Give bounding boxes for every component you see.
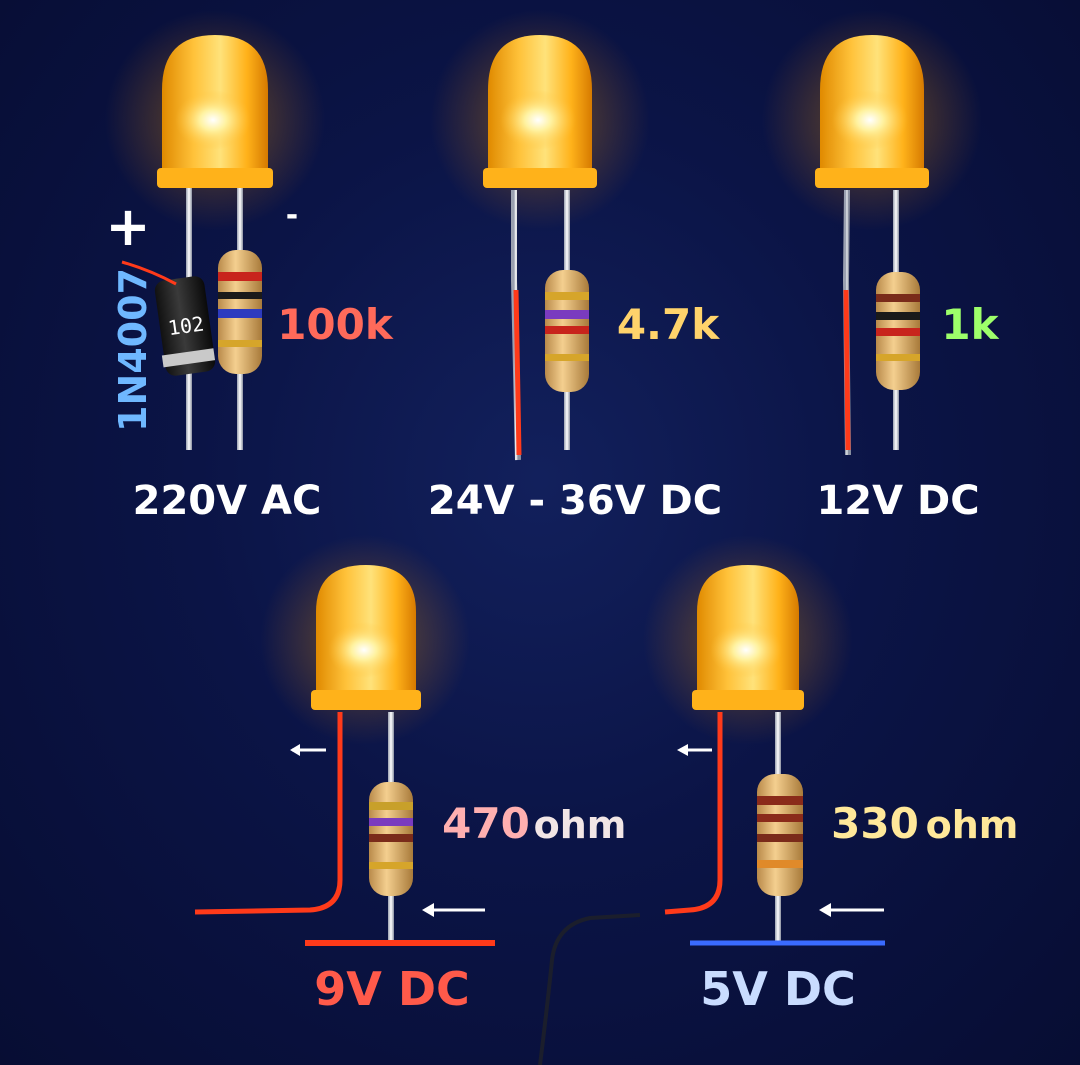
red-wire — [664, 712, 723, 915]
resistor-value: 330 — [831, 799, 919, 848]
diode-marking: 102 — [166, 311, 205, 340]
arrow-left-icon — [422, 903, 485, 917]
resistor-icon — [757, 774, 803, 896]
resistor-icon — [545, 270, 589, 392]
voltage-label: 24V - 36V DC — [428, 478, 722, 524]
resistor-unit: ohm — [534, 803, 627, 847]
minus-symbol: - — [286, 198, 298, 233]
led-icon — [311, 565, 421, 710]
resistor-icon — [369, 782, 413, 896]
arrow-left-icon — [290, 744, 326, 756]
red-wire — [513, 289, 522, 456]
resistor-value-label: 1k — [941, 300, 999, 349]
led-icon — [483, 35, 597, 188]
led-icon — [157, 35, 273, 188]
resistor-value: 470 — [442, 799, 530, 848]
resistor-value-label: 4.7k — [617, 300, 720, 349]
diode-part-number: 1N4007 — [111, 268, 155, 432]
resistor-value-label: 100k — [277, 300, 394, 349]
red-wire — [194, 712, 343, 915]
voltage-label: 9V DC — [314, 962, 470, 1016]
diode-icon: 102 — [154, 276, 216, 376]
led-icon — [815, 35, 929, 188]
resistor-unit: ohm — [926, 803, 1019, 847]
arrow-left-icon — [819, 903, 884, 917]
resistor-icon — [218, 250, 262, 374]
circuit-24v-36v: 4.7k 24V - 36V DC — [428, 10, 722, 524]
black-wire — [538, 913, 641, 1065]
resistor-icon — [876, 272, 920, 390]
circuit-9v: 470 ohm 9V DC — [60, 535, 626, 1016]
led-icon — [692, 565, 804, 710]
circuit-5v: 330 ohm 5V DC — [538, 535, 1019, 1065]
circuit-12v: 1k 12V DC — [762, 10, 1000, 524]
voltage-label: 12V DC — [816, 478, 979, 524]
red-wire — [843, 289, 851, 451]
plus-symbol: + — [105, 195, 150, 258]
arrow-left-icon — [677, 744, 712, 756]
voltage-label: 5V DC — [700, 962, 856, 1016]
voltage-label: 220V AC — [133, 478, 322, 524]
circuit-220v: 102 + - 1N4007 100k 220V AC — [105, 10, 394, 524]
